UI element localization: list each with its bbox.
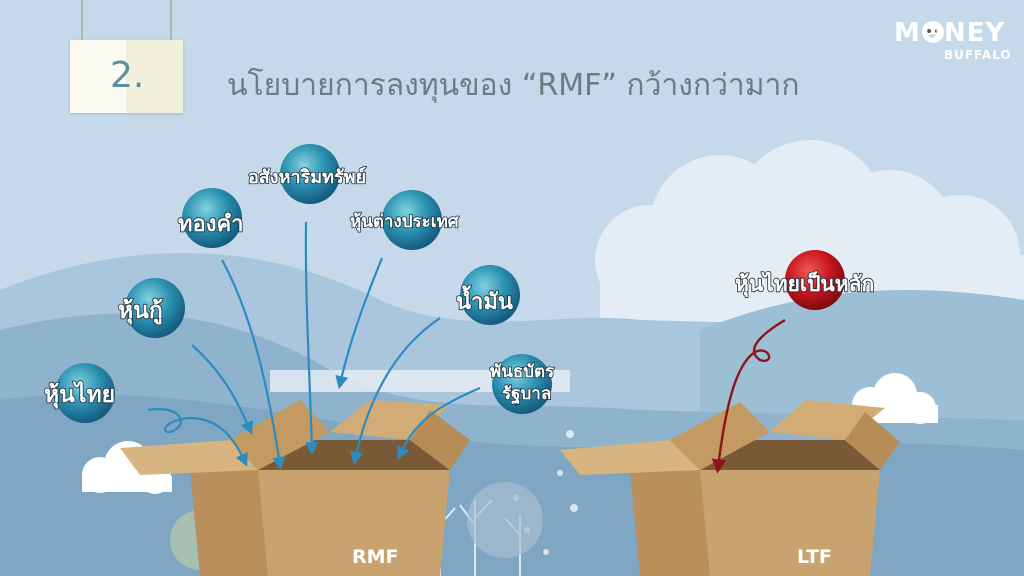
label-debenture: หุ้นกู้ (117, 297, 163, 325)
label-thai-stock: หุ้นไทย (43, 381, 116, 409)
bubble-gov-bond (492, 354, 552, 414)
label-real-estate: อสังหาริมทรัพย์ (247, 166, 367, 189)
bubble-gold (182, 188, 242, 248)
label-foreign-stock: หุ้นต่างประเทศ (349, 211, 459, 233)
label-gold: ทองคำ (177, 211, 244, 238)
ltf-box (560, 400, 900, 576)
bubble-thai-stock (55, 363, 115, 423)
bubble-ltf-thai-main (785, 250, 845, 310)
arrow-thai-stock (147, 407, 248, 467)
cloud-right (595, 140, 1024, 325)
title-number: 2. (110, 55, 145, 96)
bubble-real-estate (280, 144, 340, 204)
bubble-debenture (125, 278, 185, 338)
arrow-real-estate (304, 221, 319, 456)
arrow-foreign-stock (335, 257, 384, 390)
label-gov-bond-line2: รัฐบาล (501, 383, 552, 405)
rmf-box-label: RMF (352, 546, 399, 568)
rmf-arrows (147, 221, 481, 471)
tree-blob (467, 482, 543, 558)
page-title: นโยบายการลงทุนของ “RMF” กว้างกว่ามาก (227, 68, 800, 103)
bubble-foreign-stock (382, 190, 442, 250)
label-ltf-thai-main: หุ้นไทยเป็นหลัก (734, 271, 875, 297)
rmf-box (120, 400, 470, 576)
buffalo-logo-icon (922, 21, 944, 43)
ltf-box-label: LTF (797, 546, 832, 568)
arrow-debenture (191, 344, 253, 435)
label-gov-bond-line1: พันธบัตร (489, 361, 555, 383)
label-oil: น้ำมัน (455, 289, 514, 316)
arrow-ltf-thai-main (711, 318, 786, 474)
logo-subtitle: BUFFALO (944, 48, 1012, 62)
title-card (70, 40, 183, 113)
arrow-oil (350, 317, 441, 466)
arrow-gold (221, 259, 286, 471)
arrow-gov-bond (397, 386, 481, 460)
logo-wordmark: MONEY (894, 18, 1006, 48)
bubble-oil (460, 265, 520, 325)
